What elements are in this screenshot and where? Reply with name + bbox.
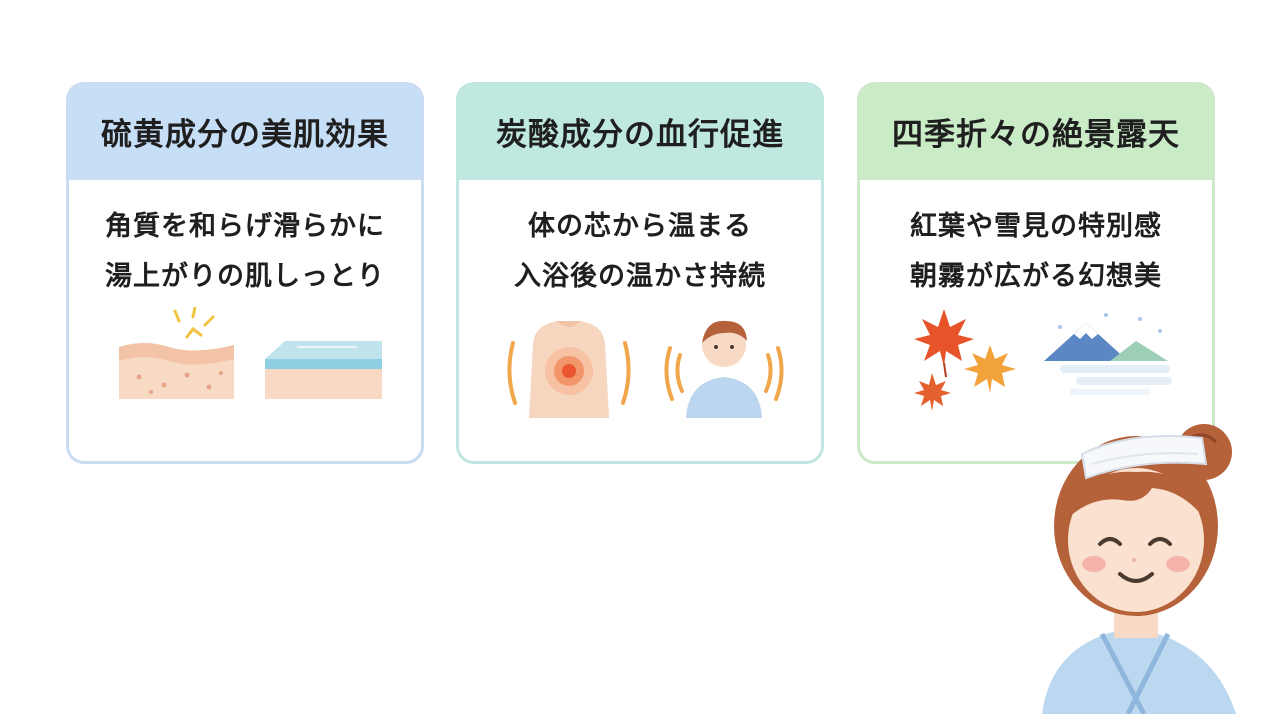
onsen-girl-mascot xyxy=(1042,424,1236,714)
card-scenery-benefit: 四季折々の絶景露天 紅葉や雪見の特別感 朝霧が広がる幻想美 xyxy=(857,82,1215,464)
skin-layer-icon xyxy=(119,307,234,399)
card-text-line: 入浴後の温かさ持続 xyxy=(514,261,766,292)
card-title: 硫黄成分の美肌効果 xyxy=(69,85,421,180)
card-illustration xyxy=(459,297,821,427)
card-illustration xyxy=(69,297,421,427)
card-text-line: 紅葉や雪見の特別感 xyxy=(910,211,1162,242)
card-body: 角質を和らげ滑らかに 湯上がりの肌しっとり xyxy=(69,180,421,302)
card-title: 炭酸成分の血行促進 xyxy=(459,85,821,180)
card-body: 紅葉や雪見の特別感 朝霧が広がる幻想美 xyxy=(860,180,1212,302)
warm-body-icon xyxy=(507,321,631,418)
card-title: 四季折々の絶景露天 xyxy=(860,85,1212,180)
card-text-line: 湯上がりの肌しっとり xyxy=(105,261,385,292)
card-circulation-benefit: 炭酸成分の血行促進 体の芯から温まる 入浴後の温かさ持続 xyxy=(456,82,824,464)
card-illustration xyxy=(860,297,1212,427)
card-text-line: 角質を和らげ滑らかに xyxy=(105,211,385,242)
card-text-line: 朝霧が広がる幻想美 xyxy=(910,261,1162,292)
card-skin-benefit: 硫黄成分の美肌効果 角質を和らげ滑らかに 湯上がりの肌しっとり xyxy=(66,82,424,464)
smooth-skin-icon xyxy=(265,341,382,399)
card-body: 体の芯から温まる 入浴後の温かさ持続 xyxy=(459,180,821,302)
autumn-leaves-icon xyxy=(914,309,1016,411)
snowy-mountain-icon xyxy=(1044,313,1172,395)
warm-person-icon xyxy=(664,320,784,418)
card-text-line: 体の芯から温まる xyxy=(528,211,752,242)
